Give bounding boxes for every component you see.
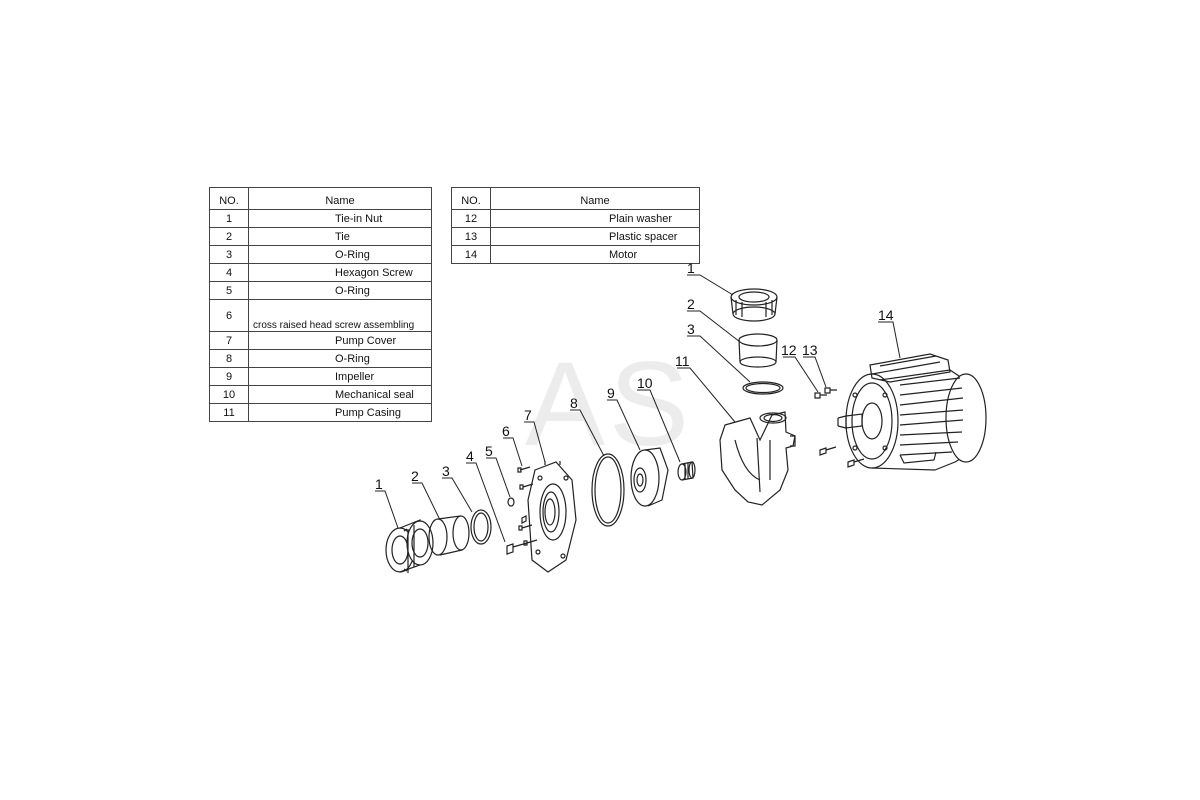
callout-4: 4 xyxy=(466,448,474,464)
row-name: Tie-in Nut xyxy=(248,209,432,228)
upper-tie-in-nut-part xyxy=(730,288,778,322)
callout-1-upper: 1 xyxy=(687,260,695,276)
row-name: Motor xyxy=(490,245,700,264)
callout-1-lower: 1 xyxy=(375,476,383,492)
pump-cover-part xyxy=(527,461,577,573)
table-header-row: NO. Name xyxy=(209,187,432,210)
callout-2-lower: 2 xyxy=(411,468,419,484)
row-name: Mechanical seal xyxy=(248,385,432,404)
tie-part xyxy=(428,515,470,556)
motor-part xyxy=(837,353,987,471)
upper-o-ring-part xyxy=(742,381,784,395)
callout-10: 10 xyxy=(637,375,653,391)
washer-screw-part xyxy=(814,387,865,468)
callout-6: 6 xyxy=(502,423,510,439)
small-o-ring-part xyxy=(507,497,515,507)
hexagon-screw-part xyxy=(506,542,528,555)
pump-casing-part xyxy=(719,411,796,506)
tie-in-nut-part xyxy=(385,519,434,573)
row-name: Pump Casing xyxy=(248,403,432,422)
upper-tie-part xyxy=(738,333,778,368)
large-o-ring-part xyxy=(591,453,625,527)
row-no: 11 xyxy=(209,403,249,422)
header-no: NO. xyxy=(209,187,249,210)
impeller-part xyxy=(630,447,669,507)
callout-13: 13 xyxy=(802,342,818,358)
callout-2-upper: 2 xyxy=(687,296,695,312)
watermark: AS xyxy=(525,337,694,471)
callout-labels: 1 2 3 4 5 6 7 8 9 10 11 1 2 3 12 13 14 xyxy=(375,260,894,492)
leader-lines xyxy=(375,274,901,543)
mechanical-seal-part xyxy=(677,461,696,481)
callout-8: 8 xyxy=(570,395,578,411)
row-name: Plain washer xyxy=(490,209,700,228)
row-name: O-Ring xyxy=(248,245,432,264)
screw-set-part xyxy=(517,466,538,546)
o-ring-part xyxy=(470,509,492,545)
row-no: 14 xyxy=(451,245,491,264)
callout-3-upper: 3 xyxy=(687,321,695,337)
callout-9: 9 xyxy=(607,385,615,401)
callout-14: 14 xyxy=(878,307,894,323)
row-name: cross raised head screw assembling xyxy=(248,299,432,332)
callout-3-lower: 3 xyxy=(442,463,450,479)
callout-7: 7 xyxy=(524,407,532,423)
callout-12: 12 xyxy=(781,342,797,358)
callout-11: 11 xyxy=(675,353,690,369)
row-no: 10 xyxy=(209,385,249,404)
callout-5: 5 xyxy=(485,443,493,459)
